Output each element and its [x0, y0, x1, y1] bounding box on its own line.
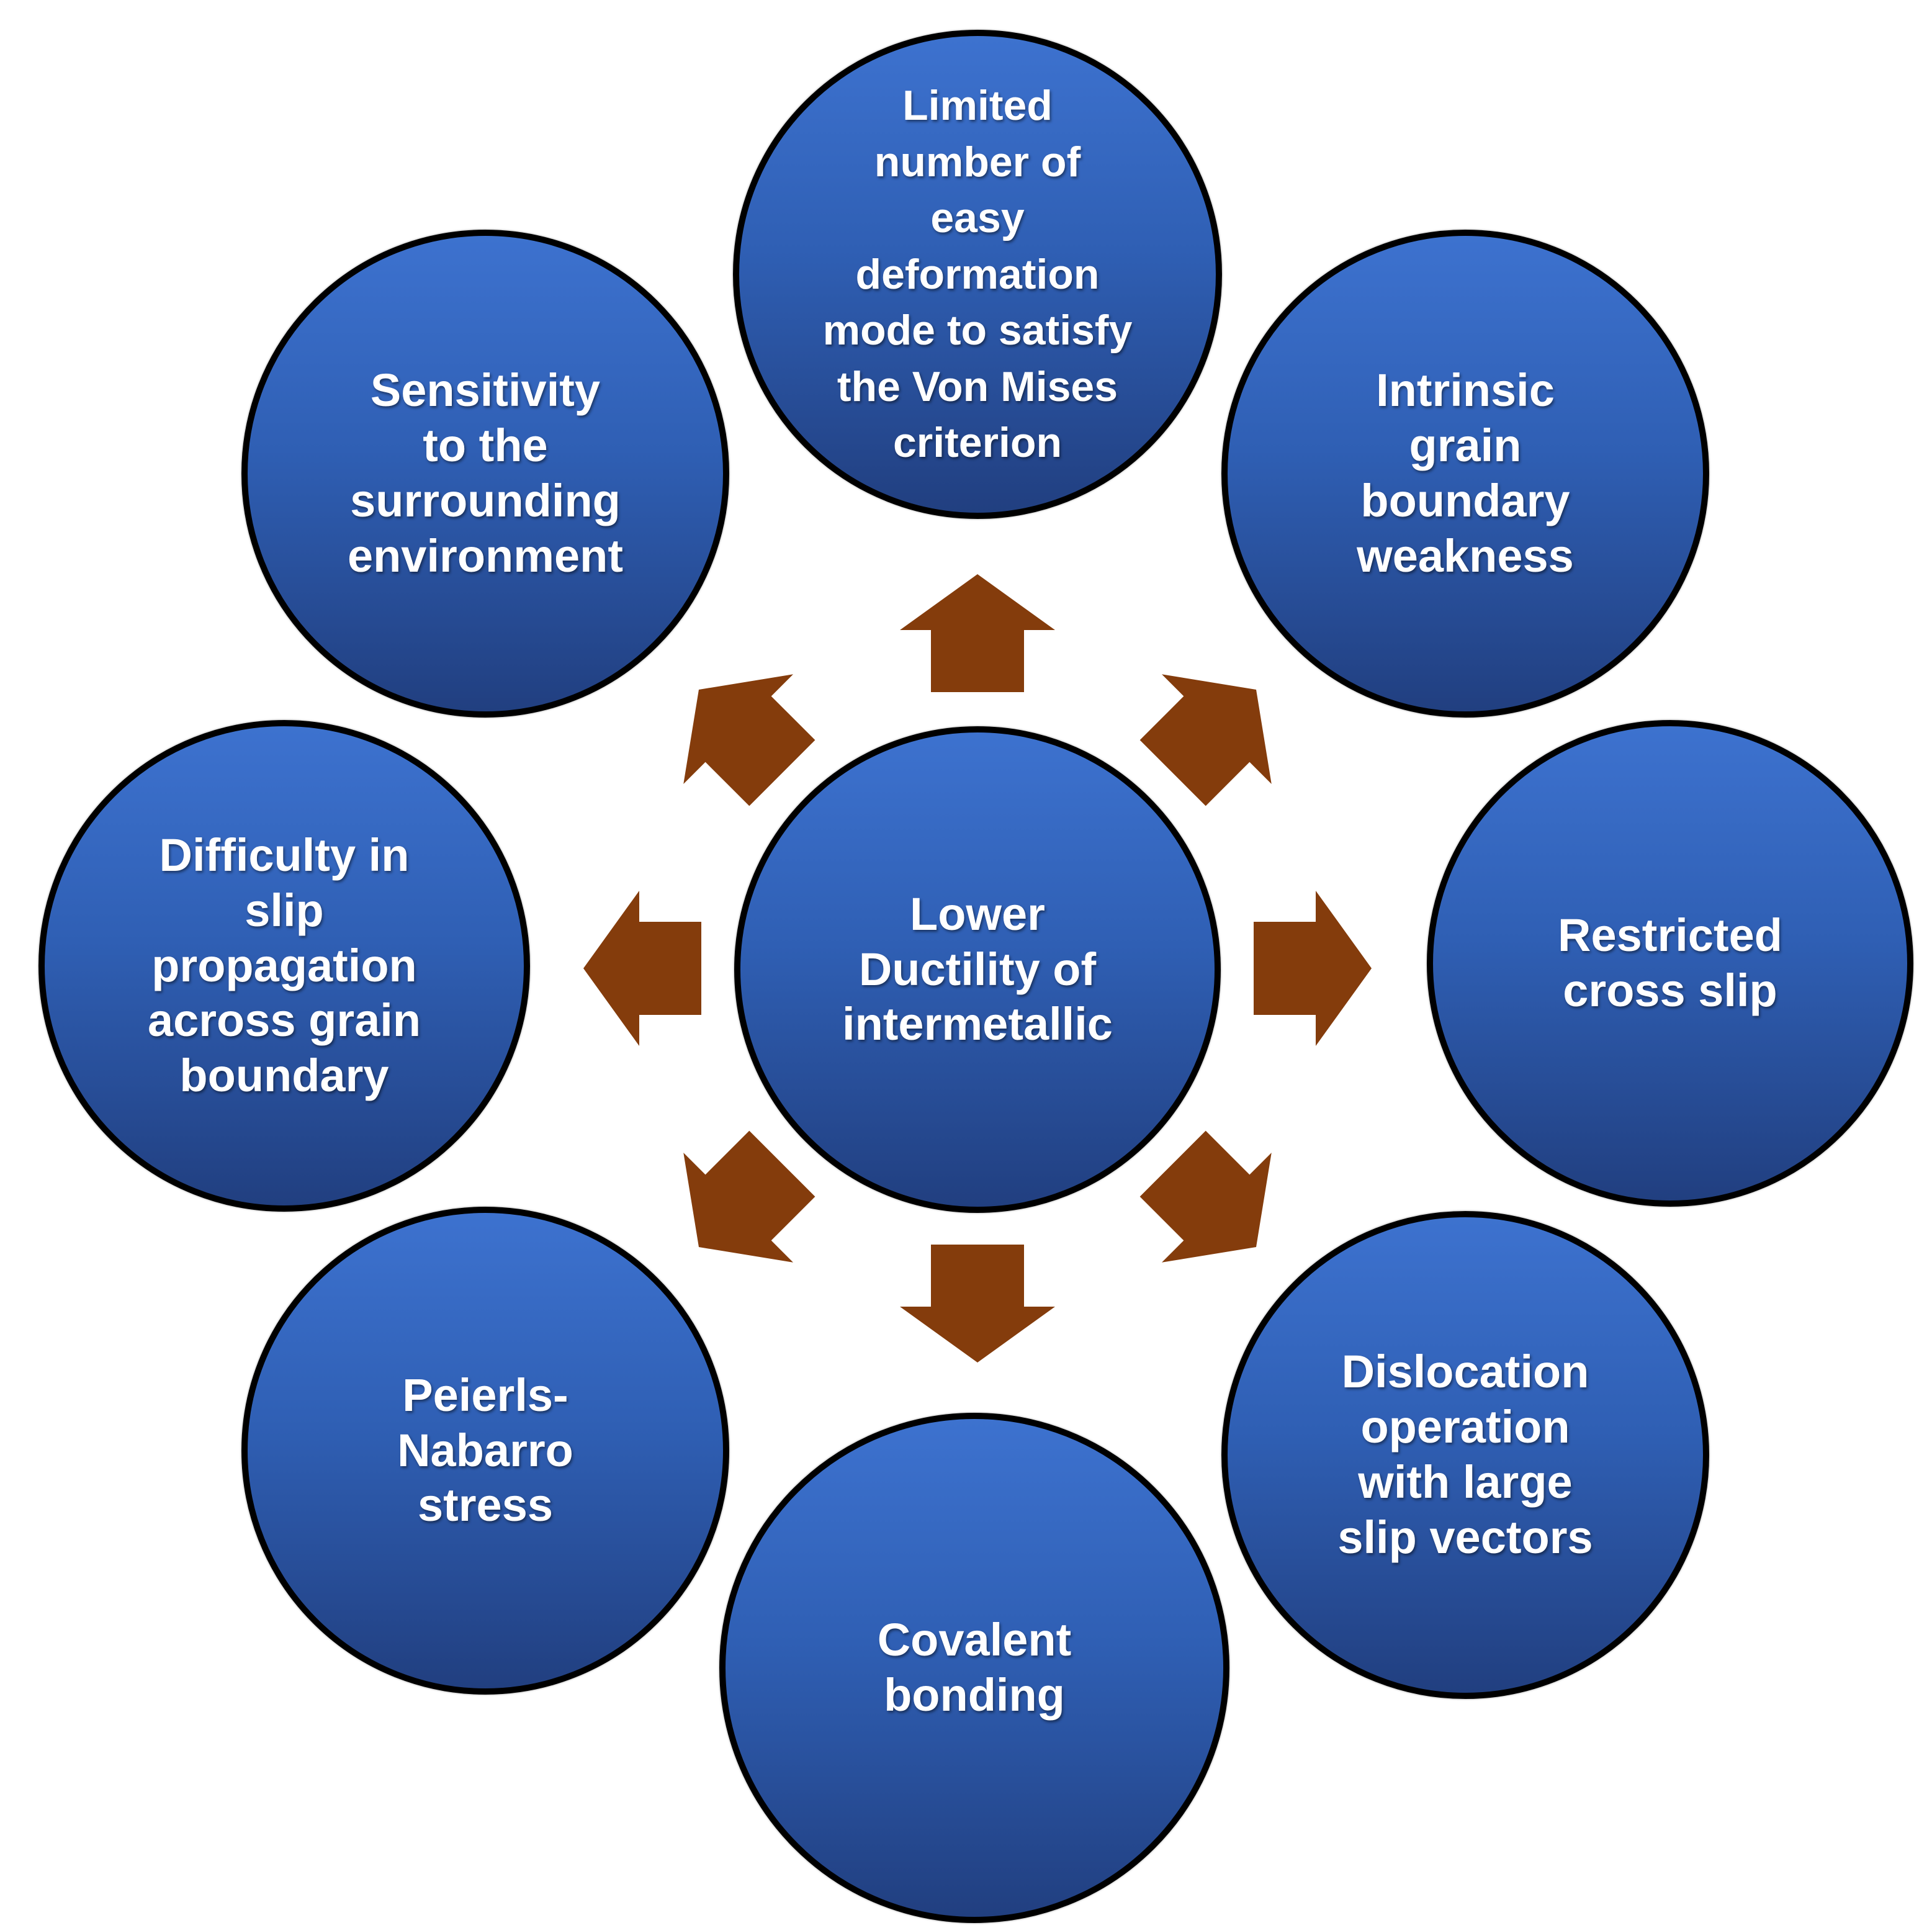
node-top-left-label: Sensitivity to the surrounding environme…	[347, 364, 624, 582]
node-top-right: Intrinsic grain boundary weakness	[1221, 230, 1709, 718]
arrow-left	[583, 891, 701, 1046]
node-top: Limited number of easy deformation mode …	[733, 30, 1222, 519]
arrow-up	[900, 574, 1055, 692]
center-node: Lower Ductility of intermetallic	[734, 726, 1221, 1213]
node-top-right-label: Intrinsic grain boundary weakness	[1357, 364, 1574, 582]
node-right: Restricted cross slip	[1427, 720, 1913, 1207]
node-bottom-right: Dislocation operation with large slip ve…	[1221, 1211, 1709, 1699]
center-node-label: Lower Ductility of intermetallic	[842, 888, 1113, 1050]
node-bottom: Covalent bonding	[719, 1413, 1229, 1923]
node-bottom-left: Peierls- Nabarro stress	[241, 1207, 729, 1695]
node-bottom-left-label: Peierls- Nabarro stress	[397, 1369, 573, 1531]
node-top-label: Limited number of easy deformation mode …	[822, 82, 1133, 467]
node-left-label: Difficulty in slip propagation across gr…	[147, 829, 421, 1102]
node-top-left: Sensitivity to the surrounding environme…	[241, 230, 729, 718]
arrow-right	[1254, 891, 1372, 1046]
node-bottom-right-label: Dislocation operation with large slip ve…	[1337, 1346, 1593, 1563]
node-right-label: Restricted cross slip	[1558, 909, 1782, 1016]
arrow-down	[900, 1245, 1055, 1363]
node-left: Difficulty in slip propagation across gr…	[38, 720, 530, 1212]
node-bottom-label: Covalent bonding	[877, 1614, 1072, 1721]
